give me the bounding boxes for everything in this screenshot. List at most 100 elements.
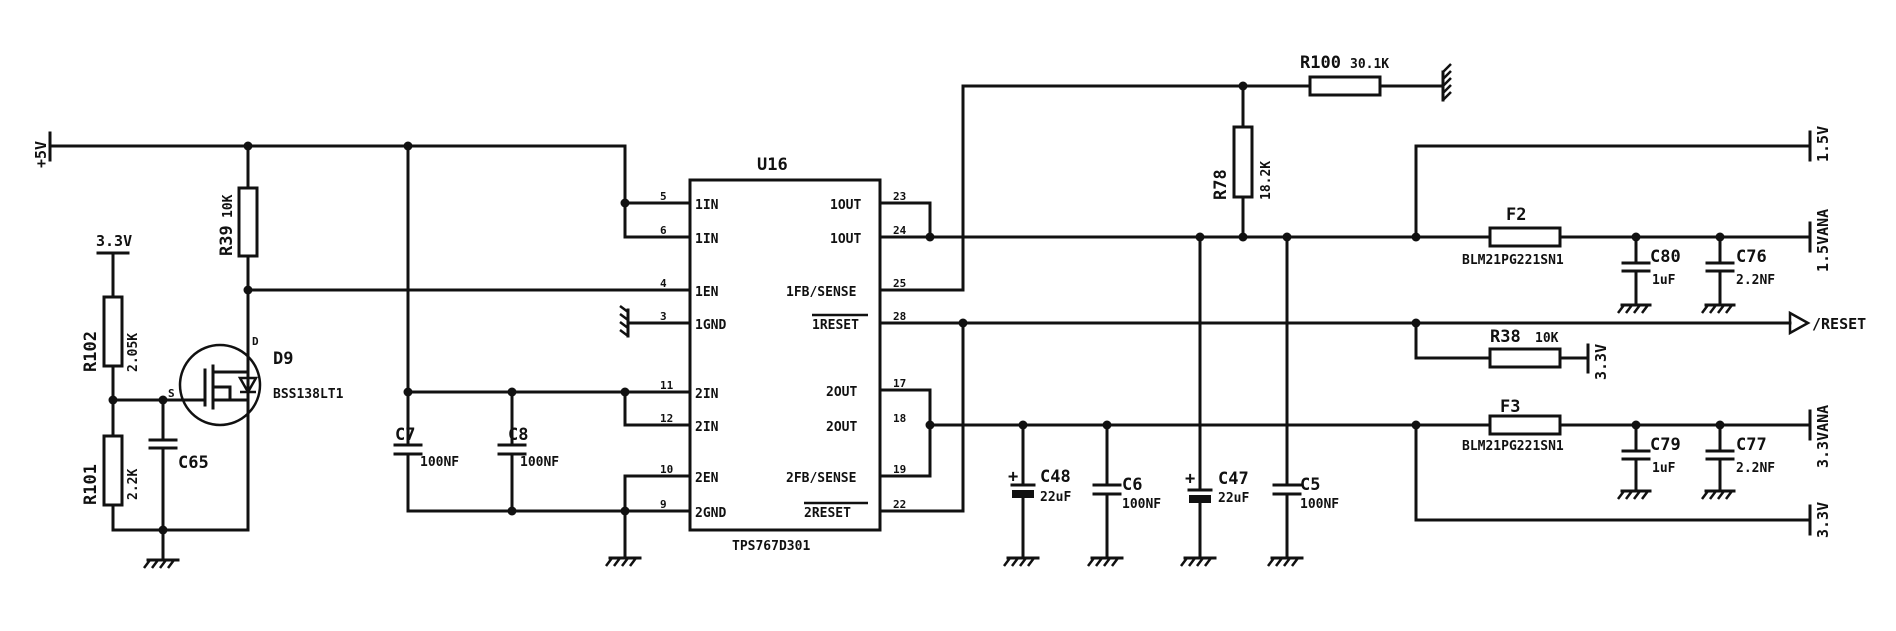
pin-number: 22: [893, 498, 906, 511]
pin-name: 1IN: [695, 232, 719, 247]
pin-number: 28: [893, 310, 906, 323]
component-ref: C8: [508, 425, 528, 445]
component-ref: C80: [1650, 247, 1681, 267]
pin-number: 4: [660, 277, 667, 290]
ground-symbol: [1441, 63, 1452, 102]
mosfet-pin-label: D: [252, 335, 259, 348]
ground-symbol: [1087, 556, 1124, 567]
pin-name: 2FB/SENSE: [786, 471, 856, 486]
component-value: 22uF: [1040, 490, 1071, 505]
net-label-1v5-ana: 1.5VANA: [1814, 209, 1832, 272]
component-ref: R101: [81, 464, 101, 505]
resistor-r78[interactable]: R78 18.2K: [1211, 125, 1274, 200]
pin-name: 2IN: [695, 387, 719, 402]
net-label-1v5: 1.5V: [1814, 126, 1832, 162]
pin-number: 3: [660, 310, 667, 323]
pin-name: 1IN: [695, 198, 719, 213]
pin-number: 23: [893, 190, 906, 203]
net-label-3v3: 3.3V: [1814, 502, 1832, 538]
pin-name: 1OUT: [830, 198, 861, 213]
ground-symbol: [605, 556, 642, 567]
pin-number: 25: [893, 277, 906, 290]
resistor-r101[interactable]: R101 2.2K: [81, 434, 141, 507]
component-value: BLM21PG221SN1: [1462, 253, 1564, 268]
ground-symbol: [143, 558, 180, 569]
component-ref: C48: [1040, 467, 1071, 487]
pin-name: 1FB/SENSE: [786, 285, 856, 300]
resistor-r39[interactable]: R39 10K: [217, 186, 259, 258]
component-ref: C77: [1736, 435, 1767, 455]
net-label-reset: /RESET: [1812, 315, 1866, 333]
component-value: 10K: [1535, 331, 1559, 346]
ground-symbol: [1180, 556, 1217, 567]
component-ref: R39: [217, 225, 237, 256]
component-ref: R78: [1211, 169, 1231, 200]
component-ref: C5: [1300, 475, 1320, 495]
component-value: 18.2K: [1259, 161, 1274, 200]
component-ref: R100: [1300, 53, 1341, 73]
ground-symbol: [1701, 489, 1736, 500]
capacitor-c5[interactable]: C5 100NF: [1272, 475, 1339, 560]
component-value: 1uF: [1652, 273, 1676, 288]
ferrite-f2[interactable]: F2 BLM21PG221SN1: [1462, 205, 1564, 268]
pin-number: 10: [660, 463, 673, 476]
component-ref: F3: [1500, 397, 1520, 417]
ground-symbol: [1617, 489, 1652, 500]
component-ref: C79: [1650, 435, 1681, 455]
ic-part: TPS767D301: [732, 539, 810, 554]
component-value: 1uF: [1652, 461, 1676, 476]
component-ref: C47: [1218, 469, 1249, 489]
capacitor-c76[interactable]: C76 2.2NF: [1705, 247, 1775, 307]
pin-number: 12: [660, 412, 673, 425]
ic-left-pins: 5 1IN 6 1IN 4 1EN 3 1GND 11 2IN 12 2IN 1…: [660, 190, 726, 521]
mosfet-d9[interactable]: S D D9 BSS138LT1: [168, 335, 344, 427]
pin-name: 2RESET: [804, 506, 851, 521]
component-ref: D9: [273, 349, 293, 369]
pin-number: 24: [893, 224, 907, 237]
net-label-3v3-left: 3.3V: [96, 232, 132, 250]
component-value: 22uF: [1218, 491, 1249, 506]
capacitor-c79[interactable]: C79 1uF: [1621, 435, 1681, 493]
resistor-r38[interactable]: R38 10K: [1488, 327, 1562, 369]
component-ref: F2: [1506, 205, 1526, 225]
net-label-3v3-r38: 3.3V: [1592, 344, 1610, 380]
ground-symbol: [1701, 303, 1736, 314]
pin-name: 2IN: [695, 420, 719, 435]
pin-number: 6: [660, 224, 667, 237]
ground-symbol: [1003, 556, 1040, 567]
ferrite-f3[interactable]: F3 BLM21PG221SN1: [1462, 397, 1564, 454]
component-value: BLM21PG221SN1: [1462, 439, 1564, 454]
pin-number: 9: [660, 498, 667, 511]
pin-name: 2EN: [695, 471, 719, 486]
capacitor-c48[interactable]: + C48 22uF: [1008, 467, 1071, 560]
capacitor-c77[interactable]: C77 2.2NF: [1705, 435, 1775, 493]
junctions: [108, 81, 1725, 535]
capacitor-c65[interactable]: C65: [148, 438, 209, 478]
component-ref: C7: [395, 425, 415, 445]
pin-name: 1GND: [695, 318, 726, 333]
net-label-3v3-ana: 3.3VANA: [1814, 405, 1832, 468]
resistor-r102[interactable]: R102 2.05K: [81, 295, 141, 372]
component-ref: R102: [81, 331, 101, 372]
pin-name: 2OUT: [826, 385, 857, 400]
component-ref: C6: [1122, 475, 1142, 495]
pin-name: 1RESET: [812, 318, 859, 333]
capacitor-c80[interactable]: C80 1uF: [1621, 247, 1681, 307]
capacitor-c8[interactable]: C8 100NF: [497, 425, 559, 470]
pin-number: 18: [893, 412, 906, 425]
pin-name: 2OUT: [826, 420, 857, 435]
wires: [48, 84, 1812, 562]
ic-u16[interactable]: U16 TPS767D301 5 1IN 6 1IN 4 1EN 3 1GND …: [660, 155, 907, 554]
pin-number: 17: [893, 377, 906, 390]
pin-name: 2GND: [695, 506, 726, 521]
component-value: 30.1K: [1350, 57, 1389, 72]
pin-number: 19: [893, 463, 906, 476]
resistor-r100[interactable]: R100 30.1K: [1241, 53, 1389, 97]
component-value: 100NF: [1300, 497, 1339, 512]
capacitor-c7[interactable]: C7 100NF: [393, 425, 459, 470]
component-value: 2.2NF: [1736, 273, 1775, 288]
capacitor-c6[interactable]: C6 100NF: [1092, 475, 1161, 560]
component-value: BSS138LT1: [273, 387, 344, 402]
capacitor-c47[interactable]: + C47 22uF: [1185, 469, 1249, 560]
